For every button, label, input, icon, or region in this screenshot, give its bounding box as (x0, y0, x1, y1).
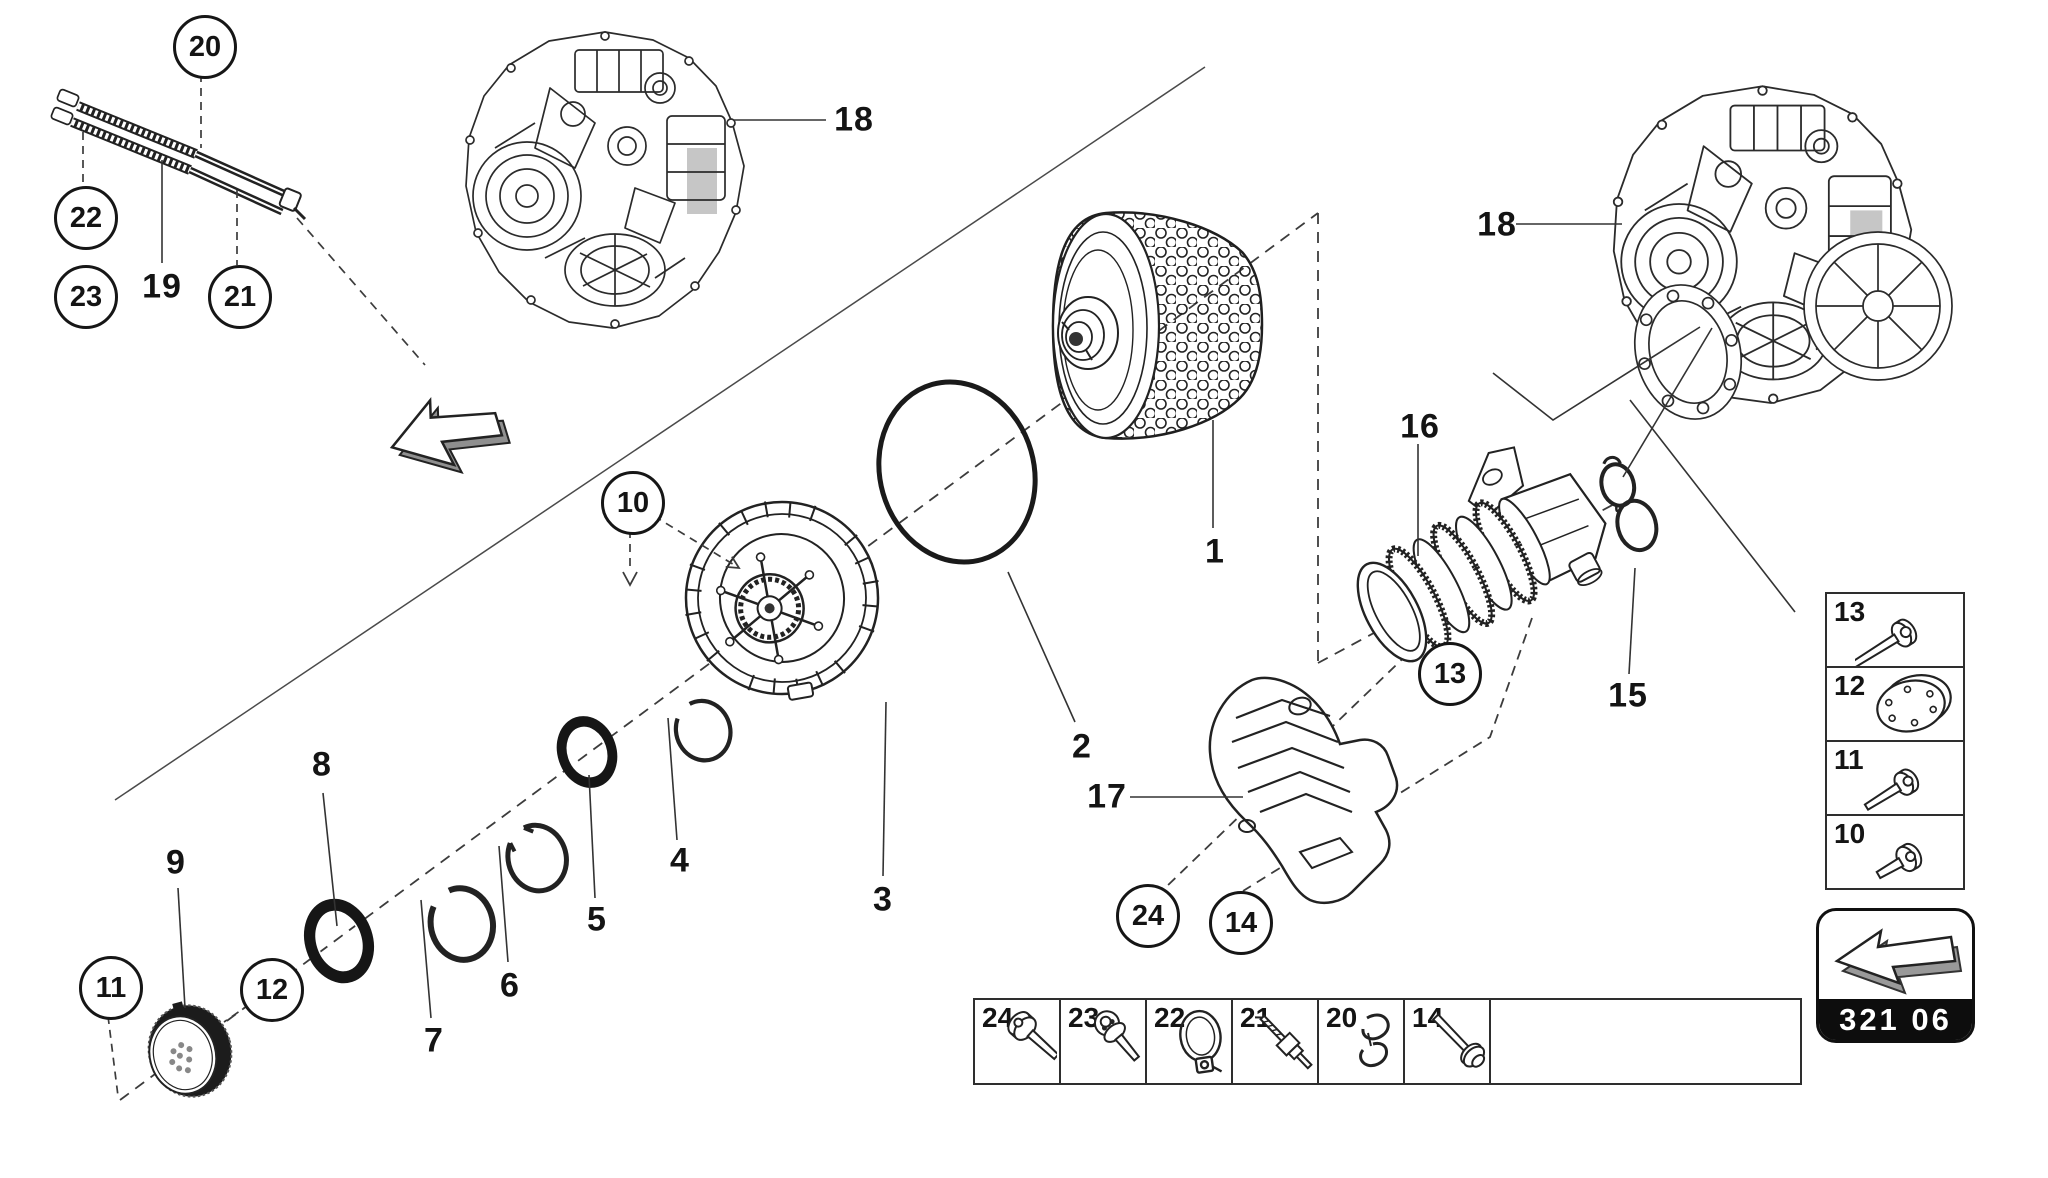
part-label-19[interactable]: 19 (142, 267, 182, 306)
retainer-rings-drawing (1599, 455, 1659, 553)
mounting-pointer-lines (1492, 326, 1796, 613)
callout-12[interactable]: 12 (240, 958, 304, 1022)
sleeve-damper-drawing (1356, 446, 1607, 663)
part-label-18-left[interactable]: 18 (834, 100, 874, 139)
flange-head-bolt-icon (1007, 1011, 1057, 1061)
fastener-legend-row: 24 23 22 (973, 998, 1802, 1085)
page-badge: 321 06 (1816, 908, 1975, 1043)
callout-24[interactable]: 24 (1116, 884, 1180, 948)
part-label-1[interactable]: 1 (1205, 532, 1225, 571)
part-label-7[interactable]: 7 (424, 1021, 444, 1060)
legend-number: 23 (1068, 1002, 1100, 1033)
threaded-rod-icon (1255, 1014, 1313, 1070)
part-label-3[interactable]: 3 (873, 880, 893, 919)
direction-arrow (389, 397, 511, 474)
callout-21[interactable]: 21 (208, 265, 272, 329)
callout-10[interactable]: 10 (601, 471, 665, 535)
callout-23[interactable]: 23 (54, 265, 118, 329)
transmission-illustration-right (1612, 85, 1953, 420)
callout-14[interactable]: 14 (1209, 891, 1273, 955)
short-flange-screw-icon (1875, 842, 1923, 880)
transmission-illustration-left (465, 31, 745, 329)
legend-cell-empty (1491, 1000, 1800, 1083)
hose-clamp-icon (1179, 1009, 1223, 1074)
long-flange-bolt-icon (1855, 618, 1918, 666)
snap-ring-7 (427, 885, 497, 963)
legend-cell-24[interactable]: 24 (975, 1000, 1061, 1083)
legend-cell-22[interactable]: 22 (1147, 1000, 1233, 1083)
retaining-clip-icon (1359, 1013, 1390, 1067)
badge-arrow-area (1819, 911, 1972, 999)
flange-bolt-icon (1863, 768, 1920, 811)
seal-ring-5 (556, 716, 618, 788)
part-label-5[interactable]: 5 (587, 900, 607, 939)
legend-number: 12 (1834, 670, 1866, 701)
part-label-17[interactable]: 17 (1087, 777, 1127, 816)
part-label-2[interactable]: 2 (1072, 727, 1092, 766)
page-code: 321 06 (1819, 999, 1972, 1040)
o-ring-drawing (876, 379, 1038, 565)
legend-cell-12[interactable]: 12 (1827, 668, 1963, 742)
legend-cell-13[interactable]: 13 (1827, 594, 1963, 668)
part-label-15[interactable]: 15 (1608, 676, 1648, 715)
legend-number: 20 (1326, 1002, 1358, 1033)
washer-bolt-icon (1431, 1013, 1486, 1068)
part-label-8[interactable]: 8 (312, 745, 332, 784)
legend-cell-23[interactable]: 23 (1061, 1000, 1147, 1083)
cover-plate-drawing (684, 500, 880, 701)
torque-converter-drawing (1051, 211, 1264, 440)
label-leader-lines (161, 119, 1636, 1019)
callout-20[interactable]: 20 (173, 15, 237, 79)
gear-drawing (147, 1001, 233, 1098)
socket-head-bolt-icon (1094, 1010, 1141, 1062)
bolt-legend-column: 13 12 11 (1825, 592, 1965, 890)
part-label-18-right[interactable]: 18 (1477, 205, 1517, 244)
back-direction-arrow-icon (1834, 928, 1963, 995)
callout-11[interactable]: 11 (79, 956, 143, 1020)
legend-cell-21[interactable]: 21 (1233, 1000, 1319, 1083)
drive-plate-disc-icon (1876, 674, 1952, 733)
snap-ring-4 (673, 698, 733, 763)
part-label-4[interactable]: 4 (670, 841, 690, 880)
part-label-9[interactable]: 9 (166, 843, 186, 882)
callout-22[interactable]: 22 (54, 186, 118, 250)
shield-bracket-drawing (1208, 676, 1399, 904)
legend-cell-14[interactable]: 14 (1405, 1000, 1491, 1083)
legend-number: 13 (1834, 596, 1866, 627)
cable-assembly-drawing (50, 88, 307, 221)
legend-cell-20[interactable]: 20 (1319, 1000, 1405, 1083)
snap-ring-6 (505, 822, 569, 894)
callout-13[interactable]: 13 (1418, 642, 1482, 706)
legend-number: 11 (1834, 744, 1864, 775)
part-label-6[interactable]: 6 (500, 966, 520, 1005)
leader-arrowheads (622, 556, 741, 587)
seal-ring-8 (304, 898, 374, 984)
legend-cell-10[interactable]: 10 (1827, 816, 1963, 888)
legend-cell-11[interactable]: 11 (1827, 742, 1963, 816)
part-label-16[interactable]: 16 (1400, 407, 1440, 446)
legend-number: 10 (1834, 818, 1866, 849)
